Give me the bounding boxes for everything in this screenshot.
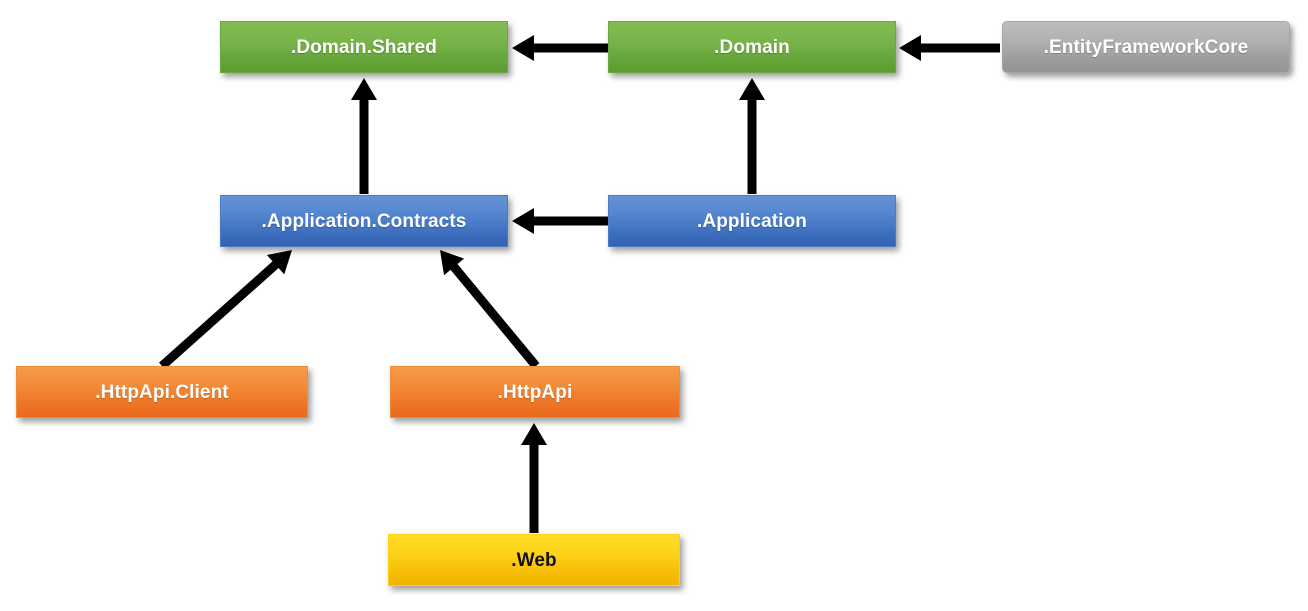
node-domain-shared[interactable]: .Domain.Shared <box>220 21 508 73</box>
node-label-application: .Application <box>697 210 807 232</box>
node-label-entity-framework-core: .EntityFrameworkCore <box>1043 36 1249 58</box>
node-label-http-api: .HttpApi <box>497 381 573 403</box>
node-domain[interactable]: .Domain <box>608 21 896 73</box>
arrow-head-efcore-to-domain <box>899 35 921 61</box>
node-label-http-api-client: .HttpApi.Client <box>95 381 229 403</box>
node-entity-framework-core[interactable]: .EntityFrameworkCore <box>1002 21 1290 73</box>
arrow-line-http-api-client-to-application-contracts <box>159 259 281 370</box>
arrow-head-http-api-to-application-contracts <box>440 250 465 276</box>
arrow-head-web-to-http-api <box>521 423 547 445</box>
arrow-line-http-api-to-application-contracts <box>448 261 540 369</box>
node-application-contracts[interactable]: .Application.Contracts <box>220 195 508 247</box>
node-label-domain: .Domain <box>714 36 790 58</box>
arrow-head-http-api-client-to-application-contracts <box>266 250 292 275</box>
node-web[interactable]: .Web <box>388 534 680 586</box>
node-http-api[interactable]: .HttpApi <box>390 366 680 418</box>
arrow-head-domain-to-domain-shared <box>512 35 534 61</box>
node-application[interactable]: .Application <box>608 195 896 247</box>
node-http-api-client[interactable]: .HttpApi.Client <box>16 366 308 418</box>
node-label-domain-shared: .Domain.Shared <box>290 36 438 58</box>
node-label-web: .Web <box>511 549 557 571</box>
arrow-head-application-contracts-to-domain-shared <box>351 78 377 100</box>
arrow-head-application-to-domain <box>739 78 765 100</box>
arrow-head-application-to-application-contracts <box>512 208 534 234</box>
node-label-application-contracts: .Application.Contracts <box>261 210 467 232</box>
